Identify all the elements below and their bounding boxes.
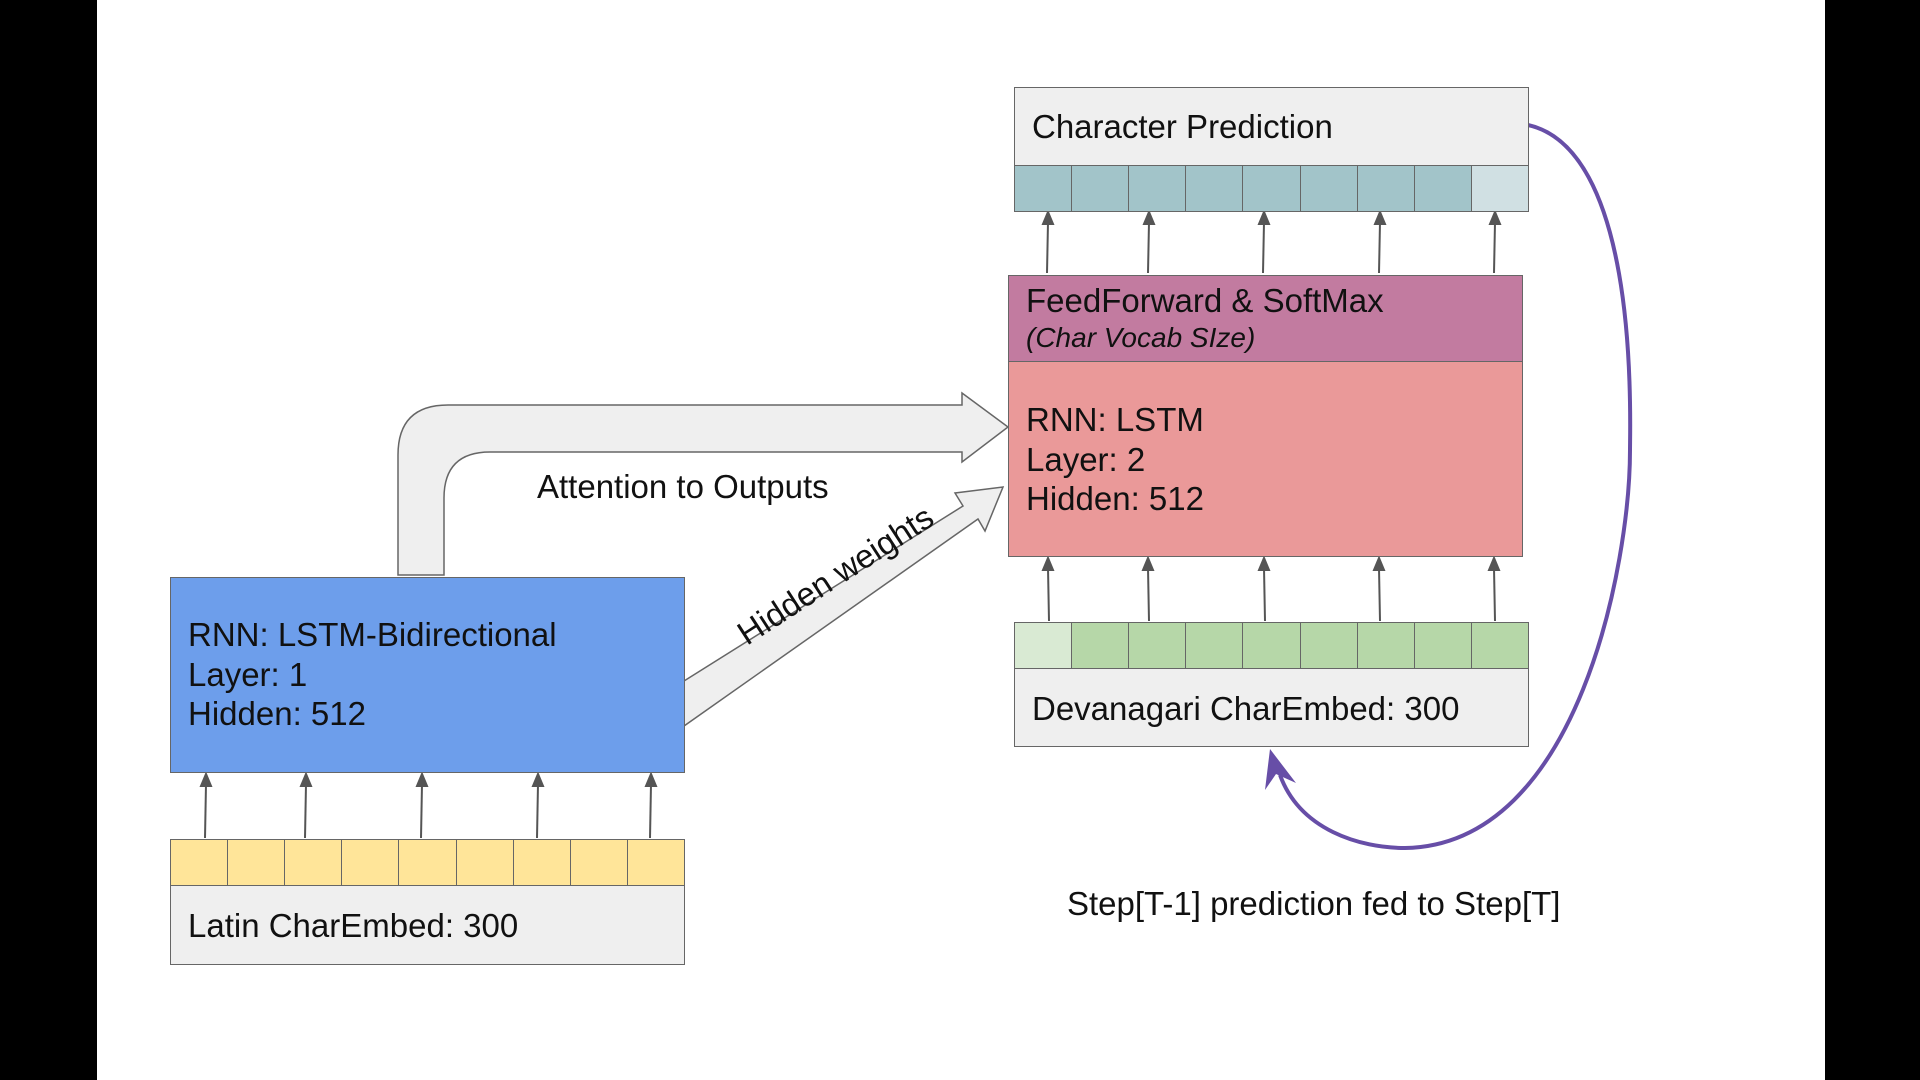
- devanagari-embed-label-box: Devanagari CharEmbed: 300: [1014, 668, 1529, 747]
- prediction-cell: [1243, 166, 1301, 211]
- decoder-box: RNN: LSTM Layer: 2 Hidden: 512: [1008, 361, 1523, 557]
- devanagari-embed-cells: [1014, 622, 1529, 669]
- latin-embed-label: Latin CharEmbed: 300: [188, 907, 519, 944]
- latin-embed-cell: [285, 840, 343, 885]
- latin-embed-cell: [628, 840, 684, 885]
- feedforward-to-prediction-arrows: [1041, 209, 1502, 274]
- hidden-weights-arrow: [683, 486, 1005, 728]
- prediction-cell: [1358, 166, 1415, 211]
- prediction-label: Character Prediction: [1032, 108, 1333, 145]
- feedback-arrowhead: [1265, 749, 1296, 790]
- decoder-layer: Layer: 2: [1026, 441, 1146, 478]
- latin-embed-cell: [571, 840, 628, 885]
- prediction-cell-last: [1471, 166, 1528, 211]
- encoder-layer: Layer: 1: [188, 656, 308, 693]
- devanagari-to-decoder-arrows: [1041, 555, 1501, 622]
- prediction-cell: [1015, 166, 1073, 211]
- devanagari-embed-cell: [1358, 623, 1415, 668]
- devanagari-embed-cell: [1415, 623, 1472, 668]
- latin-embed-cell: [399, 840, 457, 885]
- latin-embed-cell: [457, 840, 514, 885]
- devanagari-embed-cell: [1186, 623, 1244, 668]
- prediction-cells: [1014, 165, 1529, 212]
- feedforward-subtitle: (Char Vocab SIze): [1026, 322, 1256, 353]
- latin-to-encoder-arrows: [199, 771, 658, 839]
- encoder-title: RNN: LSTM-Bidirectional: [188, 616, 557, 653]
- feedforward-box: FeedForward & SoftMax (Char Vocab SIze): [1008, 275, 1523, 362]
- attention-label: Attention to Outputs: [537, 468, 829, 505]
- devanagari-embed-cell-first: [1015, 623, 1073, 668]
- feedback-arrow: [1278, 123, 1633, 851]
- prediction-label-box: Character Prediction: [1014, 87, 1529, 166]
- devanagari-embed-cell: [1072, 623, 1130, 668]
- latin-embed-cell: [342, 840, 400, 885]
- devanagari-embed-cell: [1472, 623, 1528, 668]
- devanagari-embed-cell: [1129, 623, 1187, 668]
- latin-embed-cell: [514, 840, 571, 885]
- devanagari-embed-cell: [1301, 623, 1358, 668]
- prediction-cell: [1415, 166, 1472, 211]
- latin-embed-label-box: Latin CharEmbed: 300: [170, 885, 685, 965]
- devanagari-embed-cell: [1243, 623, 1301, 668]
- prediction-cell: [1301, 166, 1358, 211]
- decoder-title: RNN: LSTM: [1026, 401, 1204, 438]
- feedforward-title: FeedForward & SoftMax: [1026, 282, 1384, 319]
- encoder-box: RNN: LSTM-Bidirectional Layer: 1 Hidden:…: [170, 577, 685, 773]
- feedback-label: Step[T-1] prediction fed to Step[T]: [1067, 885, 1561, 922]
- prediction-cell: [1129, 166, 1187, 211]
- latin-embed-cells: [170, 839, 685, 886]
- prediction-cell: [1072, 166, 1130, 211]
- decoder-hidden: Hidden: 512: [1026, 480, 1204, 517]
- latin-embed-cell: [228, 840, 286, 885]
- devanagari-embed-label: Devanagari CharEmbed: 300: [1032, 690, 1460, 727]
- prediction-cell: [1186, 166, 1244, 211]
- attention-arrow: [397, 391, 1010, 576]
- encoder-hidden: Hidden: 512: [188, 695, 366, 732]
- latin-embed-cell: [171, 840, 229, 885]
